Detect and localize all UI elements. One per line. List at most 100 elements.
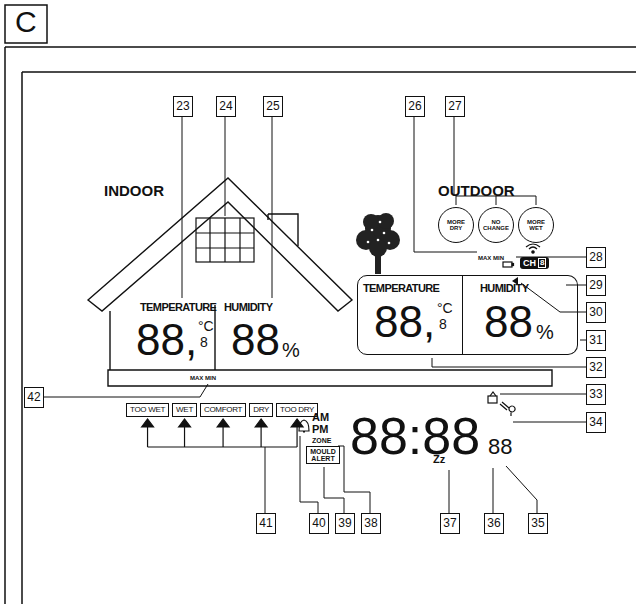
frame [5,5,636,604]
battery-icon [503,262,512,267]
leader-line [42,116,586,513]
node-text: TOO DRY [280,406,314,414]
callout-number: 35 [528,513,548,534]
unit-symbol: °C [198,319,214,333]
segment-digits: 8 [200,335,208,349]
callout-number: 30 [586,302,606,323]
comfort-arrow [184,425,185,447]
leader-line [265,447,266,513]
tree-symbol [378,213,394,229]
leader-line [500,394,586,395]
tree-texture [371,229,374,232]
comfort-arrow [222,425,223,447]
callout-number: 42 [24,387,44,408]
leader-line [513,422,586,423]
time-indicator: PM [312,424,329,435]
comfort-box: WET [172,403,197,417]
comfort-arrow [148,446,298,447]
node-text: MOULD ALERT [309,448,337,462]
leader-line [506,466,537,513]
comfort-box: DRY [249,403,273,417]
antenna-icon [532,251,534,253]
comfort-arrow [261,425,262,447]
node-text: COMFORT [204,406,242,414]
section-title: INDOOR [104,183,164,198]
callout-number: 29 [586,275,606,296]
comfort-arrow [142,419,154,427]
callout-number: 32 [586,357,606,378]
window-symbol [196,218,254,262]
comfort-arrow [142,419,304,447]
forecast-circle: MORE WET [518,207,554,243]
node-text: °C [437,301,453,315]
callout-number: 33 [586,384,606,405]
segment-digits: 88, [136,318,197,362]
house-outline [88,178,352,311]
snooze-indicator: Zz [433,454,445,465]
callout-number: 37 [440,513,460,534]
node-text: TOO WET [130,406,165,414]
forecast-circle: NO CHANGE [478,207,514,243]
comfort-arrow [291,419,303,427]
tree-texture [367,221,391,245]
node-text: DRY [253,406,269,414]
antenna-icon [526,244,540,249]
leader-line [300,436,318,513]
callout-number: 36 [484,513,504,534]
callout-number: 34 [586,412,606,433]
leader-line [566,285,586,286]
comfort-box: TOO DRY [276,403,318,417]
time-digits: 88:88 [350,410,480,462]
comfort-box: TOO WET [126,403,169,417]
section-title: OUTDOOR [438,183,515,198]
comfort-arrow [296,425,297,447]
tree-texture [367,241,370,244]
node-text: TEMPERATURE [363,283,439,294]
tree-symbol [356,213,400,274]
display-caption: TEMPERATURE [140,302,216,313]
node-text: HUMIDITY [480,283,528,294]
tree-texture [383,232,386,235]
callout-number: 24 [216,96,236,117]
battery-icon [503,262,514,267]
channel-box: CH8 [520,257,549,269]
outdoor-temperature-panel: TEMPERATURE88,°C8 [357,275,463,355]
zone-indicator: ZONE [312,437,331,444]
unit-symbol: % [282,340,300,360]
tree-texture [379,221,382,224]
node-text: % [536,322,554,342]
antenna-icon [526,244,540,253]
node-text: 8 [538,258,546,268]
radio-icon [490,392,496,396]
house-outline [108,370,552,386]
radio-icon [488,396,497,403]
callout-number: 28 [586,247,606,268]
leader-line [493,468,494,513]
comfort-arrow [147,425,148,447]
panel-letter: C [15,7,37,37]
leader-line [225,116,226,216]
callout-number: 39 [335,513,355,534]
time-indicator: AM [312,412,329,423]
callout-number: 38 [361,513,381,534]
leader-line [449,470,450,513]
window-symbol [196,218,254,262]
comfort-arrow [217,419,229,427]
frame [5,5,47,43]
callout-number: 23 [173,96,193,117]
leader-line [182,116,183,298]
callout-number: 25 [263,96,283,117]
node-text: 88, [374,300,435,344]
battery-icon [512,264,514,266]
comfort-box: COMFORT [200,403,246,417]
tree-symbol [363,214,379,230]
callout-number: 41 [256,513,276,534]
callout-number: 26 [405,96,425,117]
dst-icon [500,402,515,416]
node-text: NO CHANGE [482,219,510,231]
tree-texture [377,239,380,242]
leader-line [272,116,273,298]
segment-digits: 88 [231,318,280,362]
mould-alert-box: MOULD ALERT [306,446,340,464]
node-text: WET [176,406,193,414]
